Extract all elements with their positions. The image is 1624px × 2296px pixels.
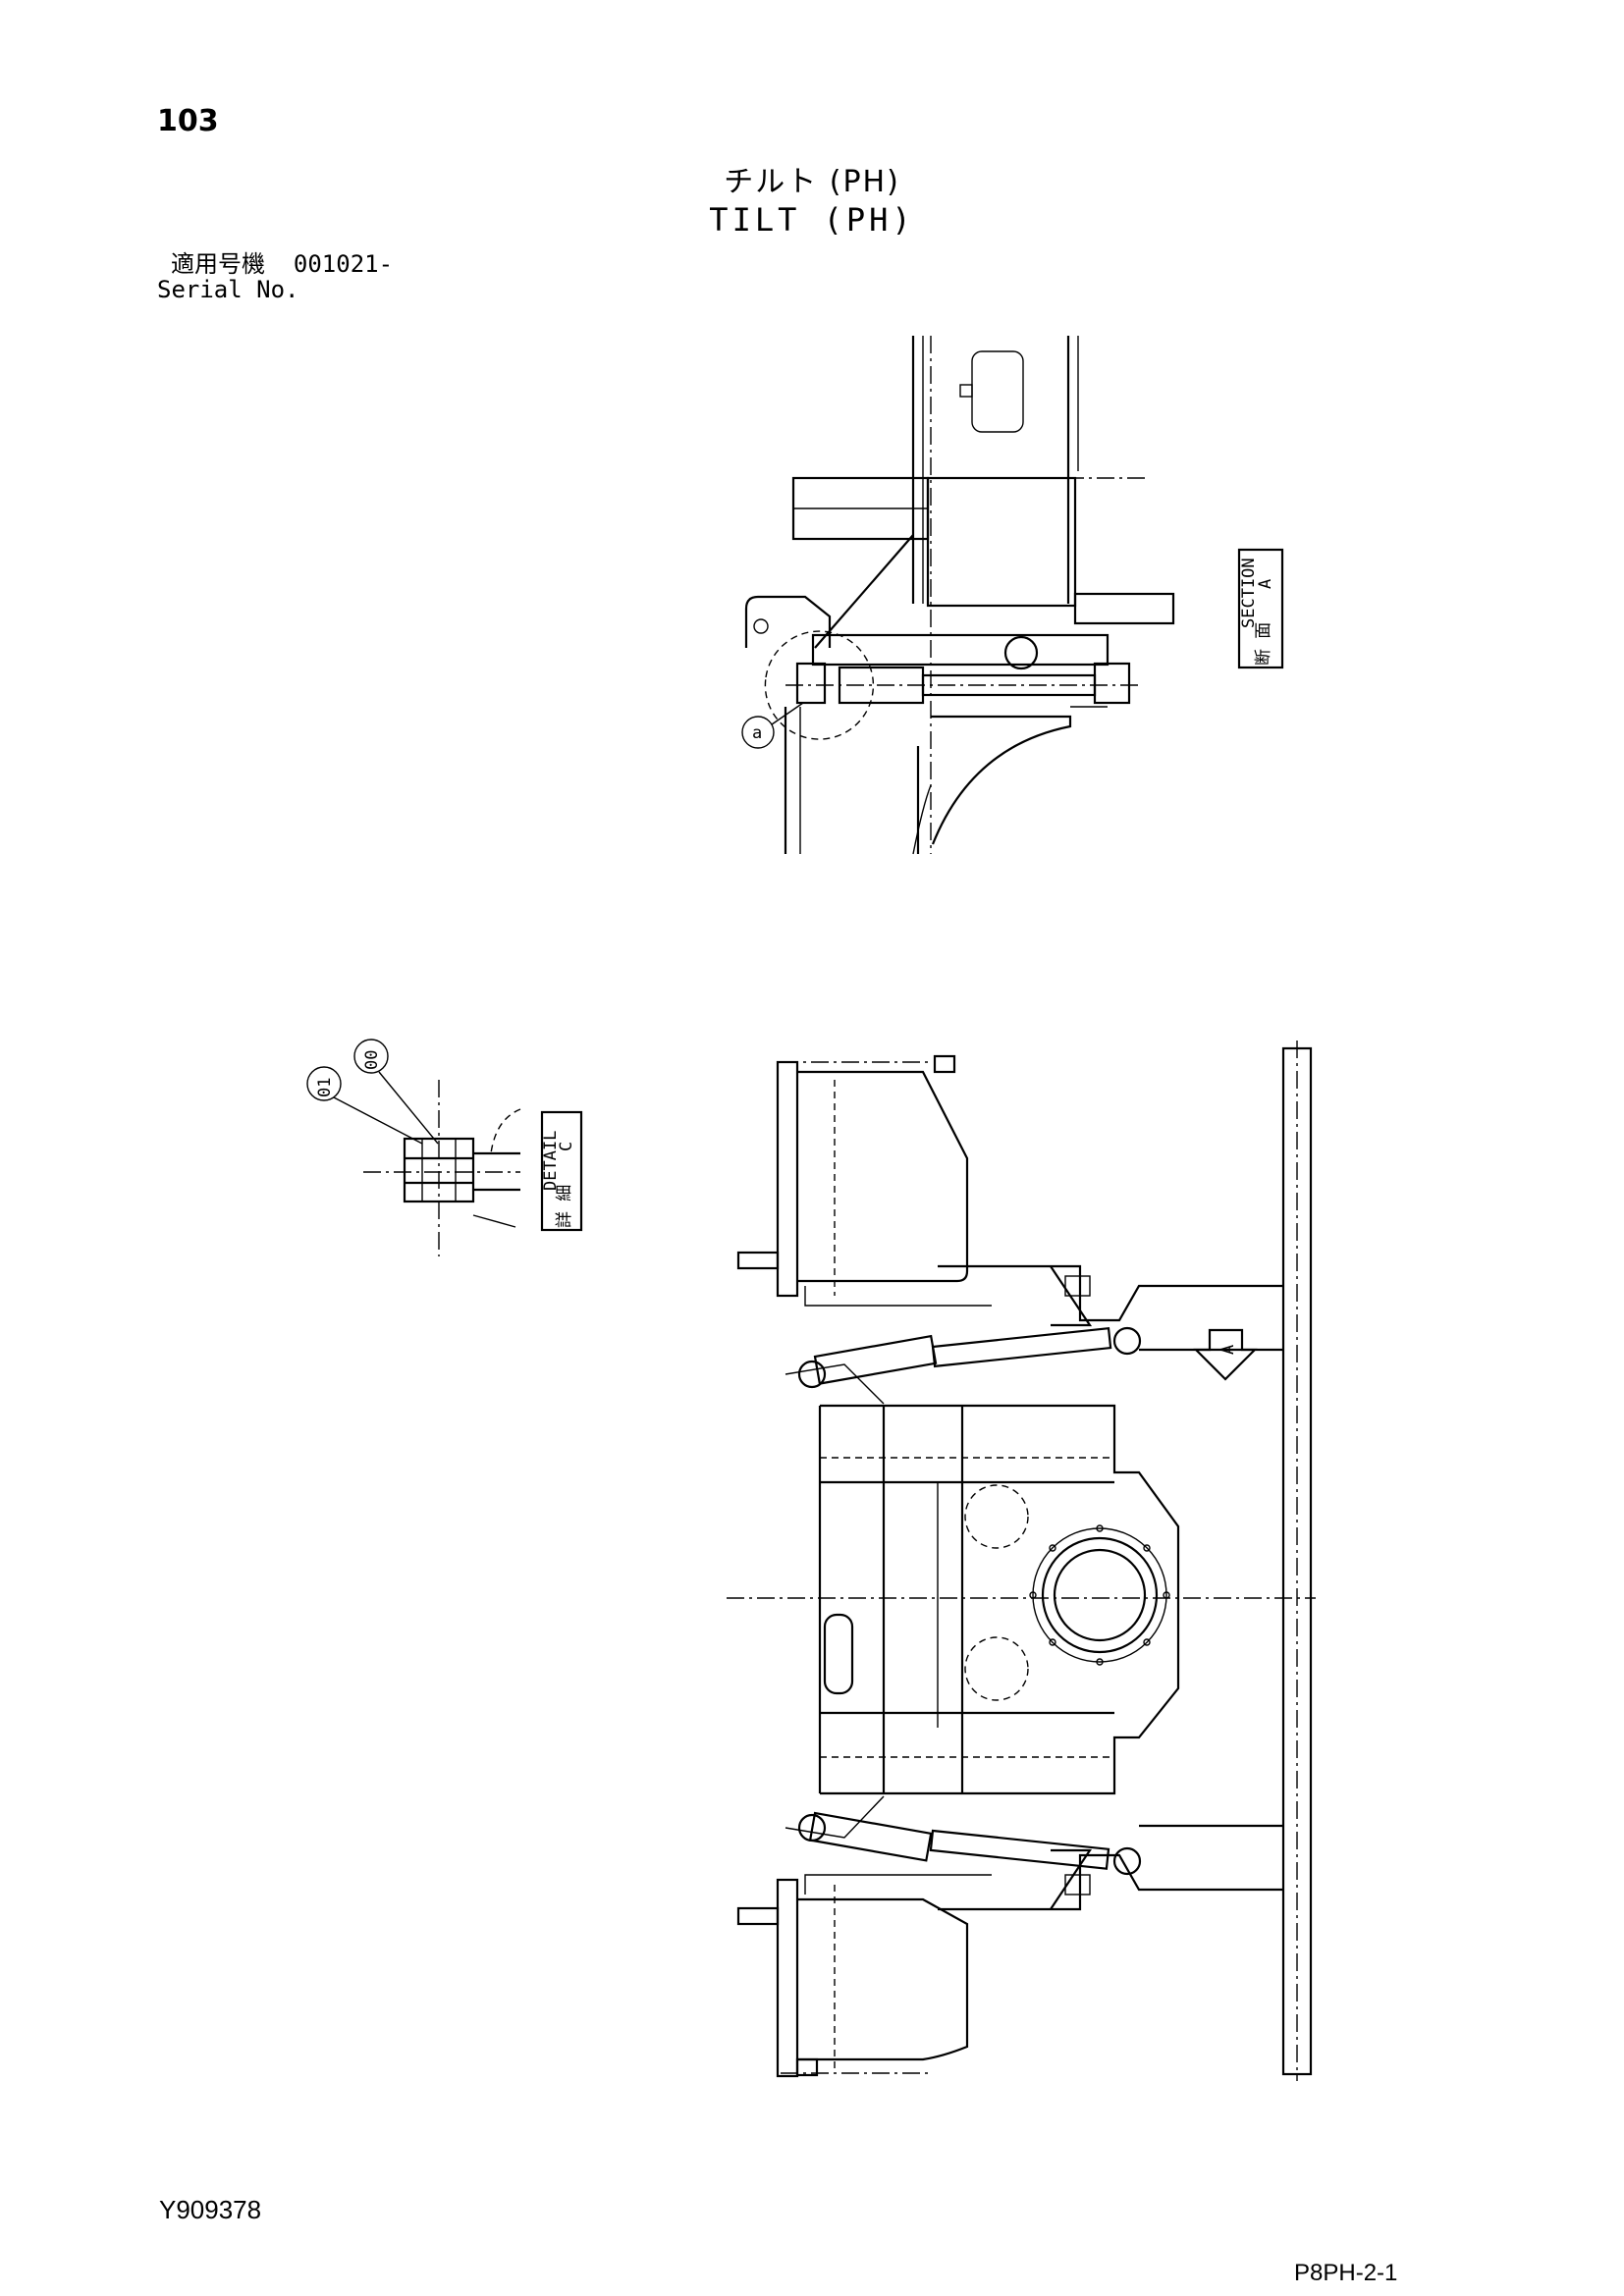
main-plan-view: A — [727, 1041, 1316, 2081]
section-letter: A — [1256, 579, 1275, 589]
callout-part-a: 00 — [362, 1050, 382, 1070]
serial-block: 適用号機 001021- Serial No. — [157, 251, 393, 302]
detail-letter: C — [557, 1142, 576, 1151]
section-a-tag: 断 面 SECTION A — [1237, 548, 1284, 669]
section-kanji: 断 面 — [1254, 622, 1273, 666]
title-english: TILT (PH) — [709, 201, 915, 239]
serial-label-en: Serial No. — [157, 276, 299, 303]
callout-part-b: 01 — [315, 1078, 335, 1097]
detail-c-view: 01 00 — [306, 1039, 521, 1256]
detail-kanji: 詳 細 — [555, 1185, 574, 1228]
serial-row: 適用号機 001021- — [157, 251, 393, 277]
page-number: 103 — [157, 104, 219, 138]
detail-c-tag: 詳 細 DETAIL C — [540, 1110, 583, 1232]
section-marker: a — [752, 723, 762, 743]
section-a-view: a — [741, 336, 1175, 855]
detail-label: DETAIL — [541, 1131, 561, 1191]
title-japanese: チルト (PH) — [724, 165, 900, 199]
drawing-id: Y909378 — [159, 2195, 262, 2224]
view-arrow-label: A — [1218, 1345, 1238, 1355]
page-code: P8PH-2-1 — [1294, 2260, 1398, 2286]
section-label: SECTION — [1239, 558, 1259, 628]
serial-label-jp: 適用号機 — [171, 250, 265, 278]
serial-value: 001021- — [293, 250, 394, 278]
